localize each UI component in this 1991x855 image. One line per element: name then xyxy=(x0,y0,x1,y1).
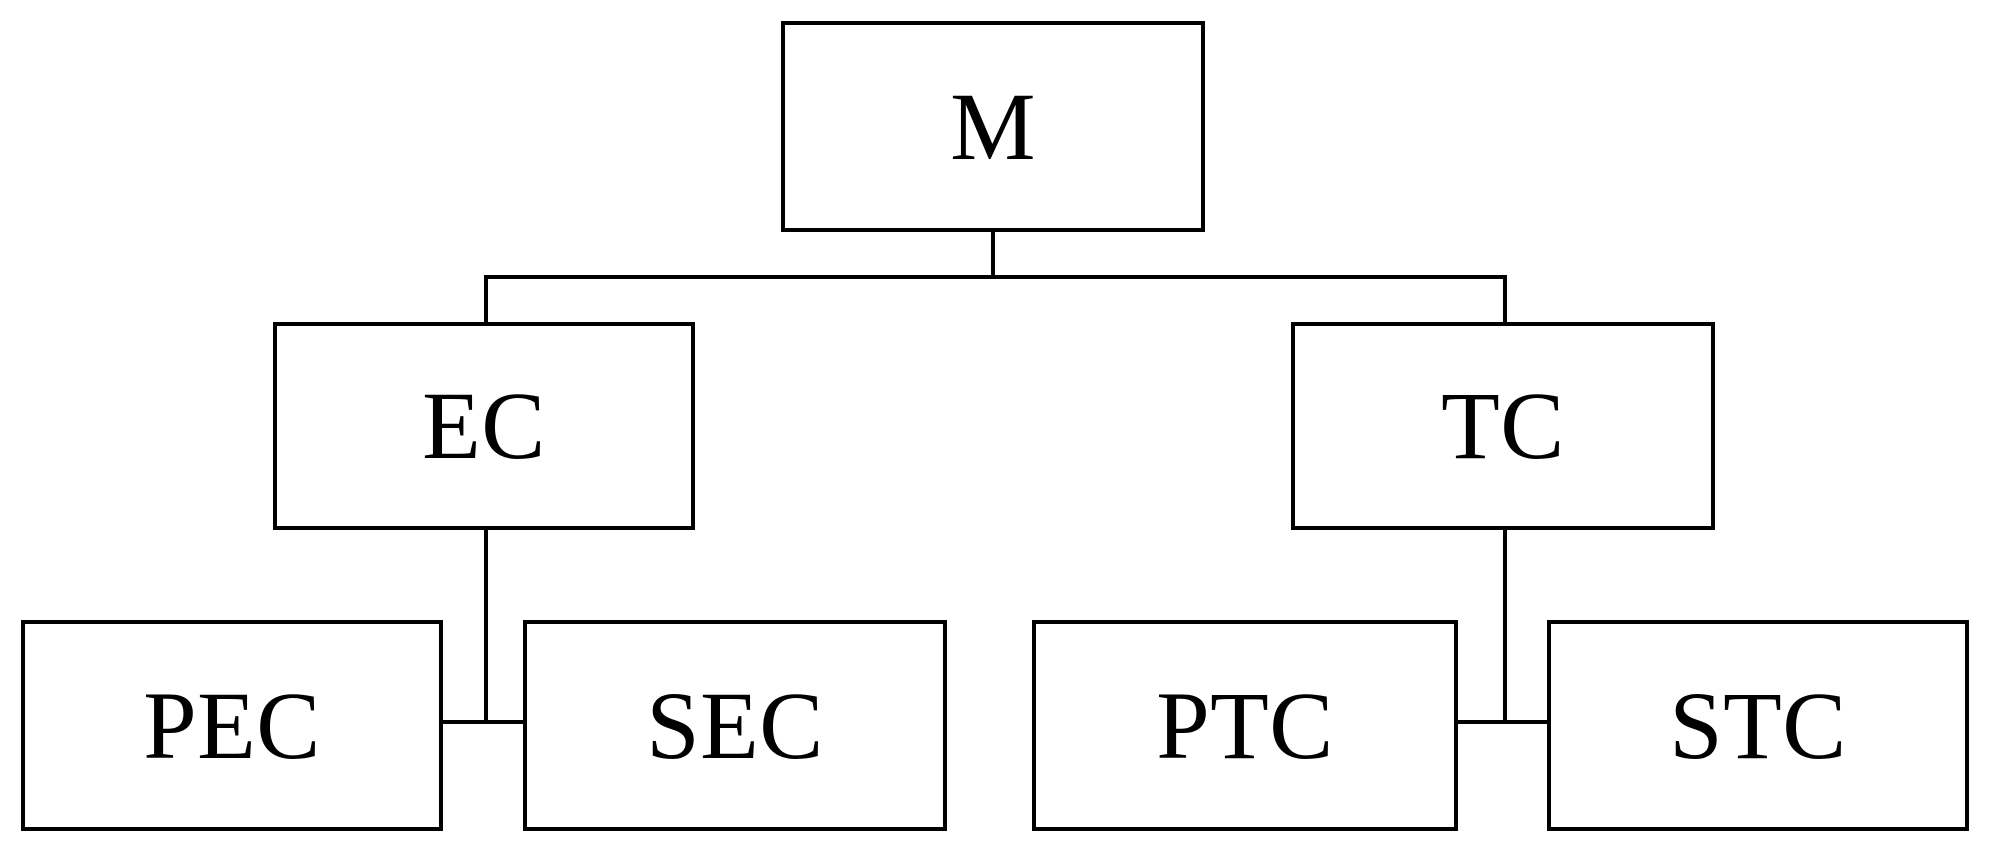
edge-tc-to-bus xyxy=(1503,528,1507,724)
edge-bus-to-tc xyxy=(1503,275,1507,324)
node-ec[interactable]: EC xyxy=(273,322,695,530)
edge-bus-to-ec xyxy=(484,275,488,324)
node-sec[interactable]: SEC xyxy=(523,620,947,831)
edge-ec-children-horizontal-bus xyxy=(441,720,525,724)
node-tc[interactable]: TC xyxy=(1291,322,1715,530)
node-sec-label: SEC xyxy=(646,671,824,779)
node-pec[interactable]: PEC xyxy=(21,620,443,831)
edge-m-to-bus xyxy=(991,230,995,279)
edge-tc-children-horizontal-bus xyxy=(1454,720,1549,724)
node-ec-label: EC xyxy=(422,372,546,479)
node-stc[interactable]: STC xyxy=(1547,620,1969,831)
node-ptc[interactable]: PTC xyxy=(1032,620,1458,831)
node-m-label: M xyxy=(950,72,1036,180)
node-m[interactable]: M xyxy=(781,21,1205,232)
node-stc-label: STC xyxy=(1669,671,1847,779)
node-ptc-label: PTC xyxy=(1156,671,1334,779)
node-tc-label: TC xyxy=(1441,372,1565,479)
edge-level1-horizontal-bus xyxy=(484,275,1507,279)
node-pec-label: PEC xyxy=(143,671,321,779)
edge-ec-to-bus xyxy=(484,528,488,724)
